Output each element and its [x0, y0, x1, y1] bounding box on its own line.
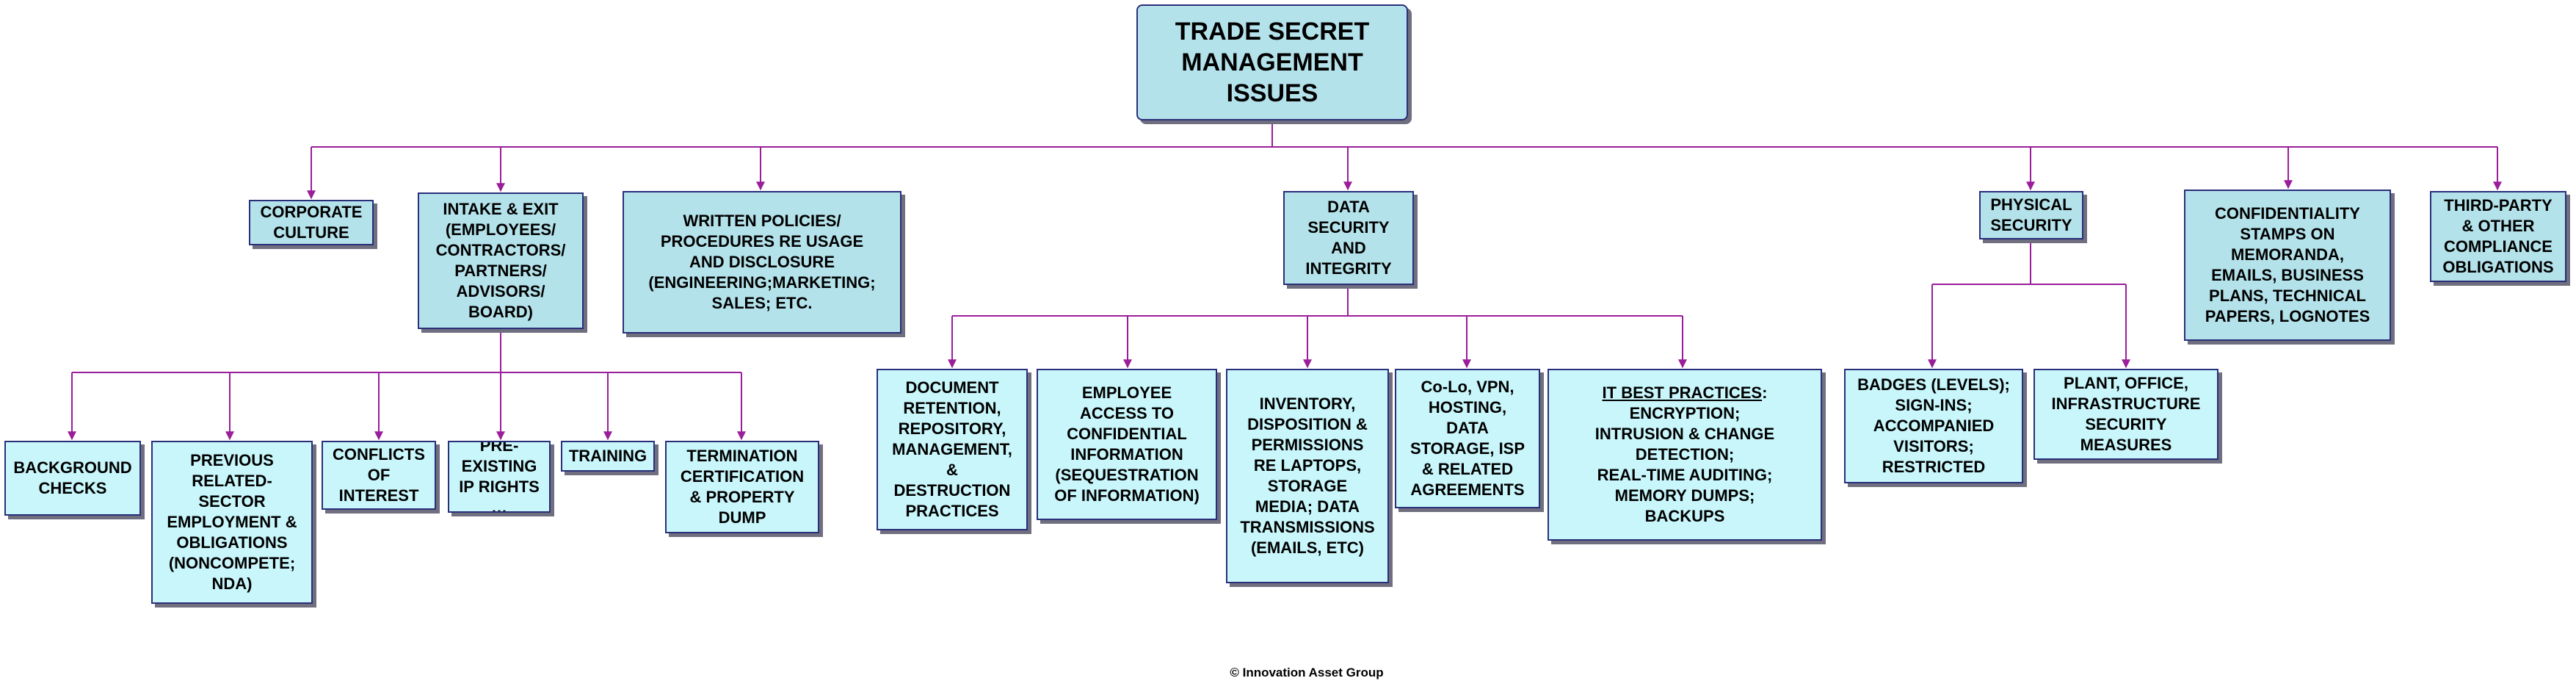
node-employee-access: EMPLOYEE ACCESS TO CONFIDENTIAL INFORMAT… — [1037, 369, 1217, 520]
node-plant-office: PLANT, OFFICE, INFRASTRUCTURE SECURITY M… — [2033, 369, 2218, 460]
node-it-best-practices: IT BEST PRACTICES: ENCRYPTION; INTRUSION… — [1548, 369, 1822, 541]
node-physical-security: PHYSICAL SECURITY — [1979, 191, 2083, 239]
node-training: TRAINING — [561, 441, 655, 472]
it-best-practices-colon: : — [1762, 383, 1768, 402]
node-written-policies: WRITTEN POLICIES/ PROCEDURES RE USAGE AN… — [623, 191, 901, 334]
node-termination: TERMINATION CERTIFICATION & PROPERTY DUM… — [665, 441, 819, 533]
it-best-practices-items: ENCRYPTION; INTRUSION & CHANGE DETECTION… — [1594, 404, 1775, 525]
root-node-trade-secret: TRADE SECRET MANAGEMENT ISSUES — [1136, 4, 1408, 120]
node-inventory-disposition: INVENTORY, DISPOSITION & PERMISSIONS RE … — [1226, 369, 1389, 583]
node-pre-existing-ip: PRE- EXISTING IP RIGHTS … — [448, 441, 551, 513]
node-conflicts-of-interest: CONFLICTS OF INTEREST — [322, 441, 436, 510]
node-colo-vpn: Co-Lo, VPN, HOSTING, DATA STORAGE, ISP &… — [1395, 369, 1540, 508]
node-document-retention: DOCUMENT RETENTION, REPOSITORY, MANAGEME… — [877, 369, 1028, 530]
node-data-security: DATA SECURITY AND INTEGRITY — [1283, 191, 1414, 285]
node-confidentiality-stamps: CONFIDENTIALITY STAMPS ON MEMORANDA, EMA… — [2184, 190, 2391, 341]
it-best-practices-title: IT BEST PRACTICES — [1602, 383, 1763, 402]
node-third-party: THIRD-PARTY & OTHER COMPLIANCE OBLIGATIO… — [2430, 191, 2566, 282]
it-best-practices-content: IT BEST PRACTICES: ENCRYPTION; INTRUSION… — [1595, 383, 1774, 527]
node-corporate-culture: CORPORATE CULTURE — [249, 200, 374, 245]
node-badges: BADGES (LEVELS); SIGN-INS; ACCOMPANIED V… — [1844, 369, 2023, 483]
copyright-footer: © Innovation Asset Group — [1230, 666, 1384, 680]
node-intake-exit: INTAKE & EXIT (EMPLOYEES/ CONTRACTORS/ P… — [418, 192, 584, 329]
node-background-checks: BACKGROUND CHECKS — [4, 441, 141, 516]
node-previous-employment: PREVIOUS RELATED- SECTOR EMPLOYMENT & OB… — [151, 441, 313, 604]
